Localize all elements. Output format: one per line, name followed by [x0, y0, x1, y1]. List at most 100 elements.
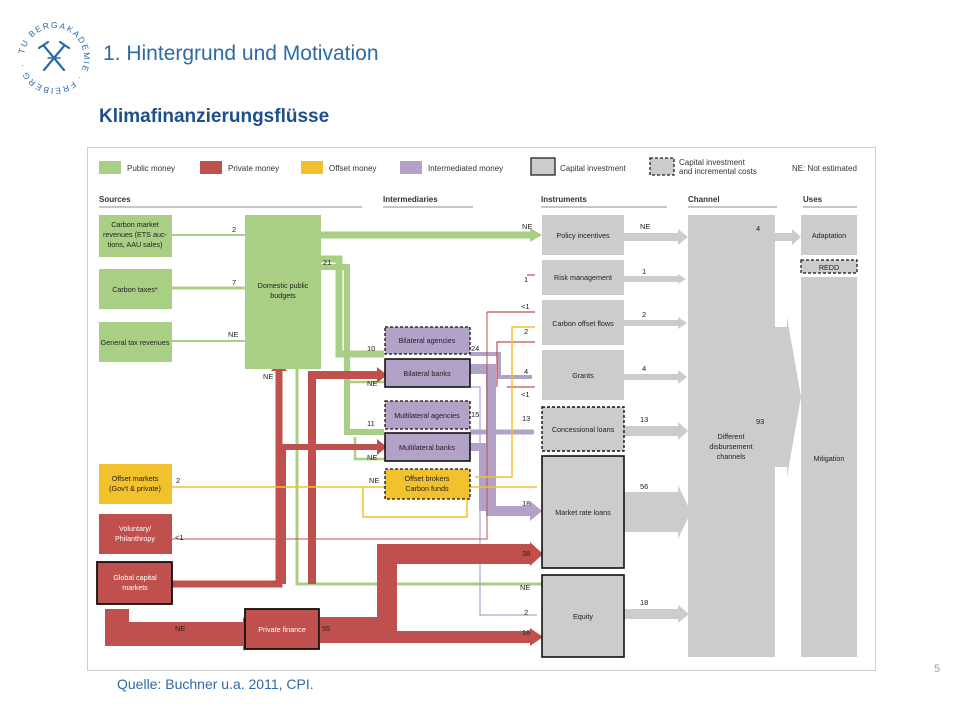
label-cl-in: 13: [522, 414, 530, 423]
source-nodes: Carbon market revenues (ETS auc- tions, …: [96, 215, 321, 650]
node-carbon-offset-flows: [542, 300, 624, 345]
flows: [105, 228, 801, 651]
node-mitigation-label: Mitigation: [814, 454, 845, 463]
label-ch-mit: 93: [756, 417, 764, 426]
node-multilateral-banks-label: Multilateral banks: [399, 443, 455, 452]
flow-ba-market-loans: [470, 364, 530, 516]
legend-offset-label: Offset money: [329, 164, 376, 173]
flow-gcm-domestic: [172, 369, 283, 588]
label-mrl-a: 18: [522, 499, 530, 508]
legend-offset-swatch: [301, 161, 323, 174]
label-vol: <1: [175, 533, 184, 542]
node-domestic-line2: budgets: [270, 291, 296, 300]
label-gr-a: 4: [524, 367, 528, 376]
node-risk-management-label: Risk management: [554, 273, 612, 282]
label-cof-out: 2: [642, 310, 646, 319]
node-multilateral-agencies-label: Multilateral agencies: [394, 411, 460, 420]
flow-gcm-private-finance: [105, 609, 245, 646]
column-headers: Sources Intermediaries Instruments Chann…: [99, 195, 823, 204]
flow-ma-market-loans: [470, 443, 487, 511]
label-eq-b: 2: [524, 608, 528, 617]
label-mb-in: NE: [367, 453, 377, 462]
node-offset-brokers-line1: Offset brokers: [404, 474, 449, 483]
legend-intermediated-swatch: [400, 161, 422, 174]
label-cof-a: <1: [521, 302, 530, 311]
legend-private-label: Private money: [228, 164, 279, 173]
node-offset-markets-line1: Offset markets: [112, 474, 159, 483]
node-offset-brokers: [384, 468, 471, 500]
label-ba-out: 24: [471, 344, 479, 353]
label-eq-a: NE: [520, 583, 530, 592]
flow-labels: 2 7 NE 21 NE NE 10 NE 11 NE 24 15 2 NE <…: [175, 222, 764, 637]
label-cm-in: 2: [232, 225, 236, 234]
node-voluntary: [99, 514, 172, 554]
column-intermediaries: Intermediaries: [383, 195, 438, 204]
node-domestic-line1: Domestic public: [258, 281, 309, 290]
column-uses: Uses: [803, 195, 823, 204]
node-equity-label: Equity: [573, 612, 593, 621]
intermediary-nodes: Bilateral agencies Bilateral banks Multi…: [384, 326, 471, 500]
node-voluntary-line1: Voluntary/: [119, 524, 151, 533]
node-market-rate-loans: [541, 455, 625, 569]
node-bilateral-banks: [384, 358, 471, 388]
flow-offset-to-carbon: [475, 326, 535, 478]
legend-ne-label: NE: Not estimated: [792, 164, 857, 173]
node-policy-incentives: [542, 215, 624, 255]
column-sources: Sources: [99, 195, 131, 204]
node-channels-line1: Different: [717, 432, 744, 441]
flow-gcm-multilateral-head: [377, 439, 387, 455]
flow-dpb-multilateral-agencies: [321, 264, 384, 435]
node-global-line2: markets: [122, 583, 148, 592]
legend-capital-label: Capital investment: [560, 164, 627, 173]
node-multilateral-agencies: [384, 400, 471, 430]
flow-pf-market-loans: [320, 544, 532, 637]
node-global-line1: Global capital: [113, 573, 157, 582]
label-mrl-b: 38: [522, 549, 530, 558]
label-cl-out: 13: [640, 415, 648, 424]
node-offset-markets-line2: (Gov't & private): [109, 484, 161, 493]
node-bilateral-agencies-label: Bilateral agencies: [399, 336, 456, 345]
node-global-capital-markets: [96, 561, 173, 605]
university-logo: TU BERGAKADEMIE · FREIBERG ·: [16, 20, 90, 96]
label-mrl-out: 56: [640, 482, 648, 491]
node-carbon-taxes: [99, 269, 172, 309]
flow-ba-grants: [470, 352, 532, 379]
label-ba-in: 10: [367, 344, 375, 353]
node-private-finance: [244, 608, 320, 650]
label-gt-in: NE: [228, 330, 238, 339]
node-carbon-market: [99, 215, 172, 257]
node-channels-line3: channels: [717, 452, 746, 461]
node-private-finance-label: Private finance: [258, 625, 306, 634]
node-general-tax-label: General tax revenues: [101, 338, 170, 347]
arrow-channel-mitigation: [775, 317, 801, 477]
label-cof-b: 2: [524, 327, 528, 336]
node-channels-line2: disbursement: [709, 442, 752, 451]
legend-public-swatch: [99, 161, 121, 174]
column-instruments: Instruments: [541, 195, 587, 204]
node-multilateral-banks: [384, 432, 471, 462]
channel-and-uses: Different disbursement channels Adaptati…: [688, 215, 858, 657]
legend-capital-incremental-swatch: [649, 157, 675, 176]
label-ct-in: 7: [232, 278, 236, 287]
climate-finance-flow-diagram: Public money Private money Offset money …: [87, 147, 876, 671]
node-carbon-taxes-label: Carbon taxes*: [112, 285, 158, 294]
legend-capital-incremental-line2: and incremental costs: [679, 167, 757, 176]
legend-intermediated-label: Intermediated money: [428, 164, 503, 173]
node-adaptation: [801, 215, 857, 255]
label-dpb-ne: NE: [263, 372, 273, 381]
label-gr-b: <1: [521, 390, 530, 399]
node-redd-label: REDD: [819, 263, 839, 272]
flow-gcm-multilateral: [280, 444, 379, 584]
label-pf-out: 55: [322, 624, 330, 633]
arrow-channel-adaptation: [775, 229, 801, 245]
node-offset-markets: [99, 464, 172, 504]
node-carbon-market-line3: tions, AAU sales): [108, 240, 163, 249]
label-ma-in: 11: [367, 419, 375, 428]
node-adaptation-label: Adaptation: [812, 231, 846, 240]
node-bilateral-banks-label: Bilateral banks: [403, 369, 451, 378]
section-title: 1. Hintergrund und Motivation: [103, 42, 379, 65]
node-redd: [800, 259, 858, 274]
node-concessional-loans: [541, 406, 625, 452]
instrument-arrows: [624, 229, 691, 623]
flow-dpb-bilateral-agencies: [321, 255, 384, 358]
